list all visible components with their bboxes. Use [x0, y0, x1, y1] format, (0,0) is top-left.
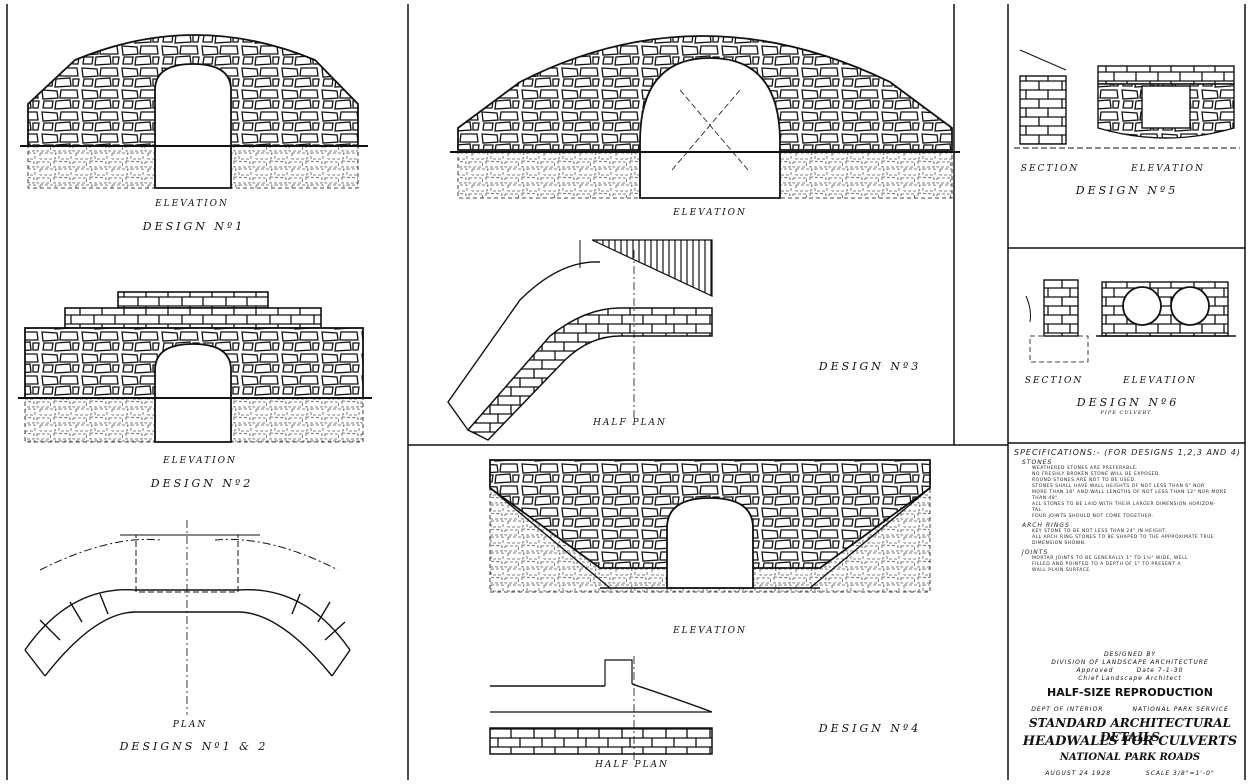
dept-label: DEPT OF INTERIOR	[1031, 706, 1104, 713]
approval-date: Date 7-1-30	[1136, 667, 1184, 674]
design6-drawing	[1025, 279, 1236, 363]
title-line-2: HEADWALLS FOR CULVERTS	[1022, 734, 1238, 749]
design5-title: DESIGN Nº5	[1075, 184, 1179, 197]
design3-half-plan-drawing	[447, 239, 713, 441]
stones-line: ROUND STONES ARE NOT TO BE USED.	[1032, 478, 1137, 483]
design6-subtitle: PIPE CULVERT	[1100, 410, 1152, 416]
design2-elevation-drawing	[18, 291, 372, 443]
stones-line: TAL.	[1032, 508, 1044, 513]
department-line: DEPT OF INTERIOR NATIONAL PARK SERVICE	[1012, 706, 1248, 713]
stones-line: THAN 48".	[1032, 496, 1060, 501]
stones-line: FOUR JOINTS SHOULD NOT COME TOGETHER.	[1032, 514, 1154, 519]
arch-line: KEY STONE TO BE NOT LESS THAN 24" IN HEI…	[1032, 529, 1167, 534]
stones-line: NO FRESHLY BROKEN STONE WILL BE EXPOSED.	[1032, 472, 1161, 477]
stones-line: MORE THAN 18" AND WALL LENGTHS OF NOT LE…	[1032, 490, 1227, 495]
drawing-date: AUGUST 24 1928	[1045, 770, 1112, 777]
stones-line: ALL STONES TO BE LAID WITH THEIR LARGER …	[1032, 502, 1216, 507]
date-scale-line: AUGUST 24 1928 SCALE 3/8"=1'-0"	[1012, 770, 1248, 777]
arch-rings-heading: ARCH RINGS	[1022, 522, 1070, 529]
drawing-scale: SCALE 3/8"=1'-0"	[1145, 770, 1215, 777]
design4-title: DESIGN Nº4	[818, 722, 922, 735]
design4-half-plan-label: HALF PLAN	[595, 760, 669, 770]
design2-elevation-label: ELEVATION	[163, 456, 237, 466]
nps-label: NATIONAL PARK SERVICE	[1132, 706, 1229, 713]
title-line-3: NATIONAL PARK ROADS	[1059, 752, 1201, 763]
stones-heading: STONES	[1022, 459, 1053, 466]
design5-section-label: SECTION	[1020, 164, 1080, 174]
sheet-frame	[6, 4, 1246, 780]
design2-title: DESIGN Nº2	[150, 477, 254, 490]
design6-elevation-label: ELEVATION	[1123, 376, 1197, 386]
design4-elevation-label: ELEVATION	[673, 626, 747, 636]
stones-line: WEATHERED STONES ARE PREFERABLE.	[1032, 466, 1138, 471]
joints-line: FILLED AND POINTED TO A DEPTH OF 1" TO P…	[1032, 562, 1181, 567]
design4-elevation-drawing	[489, 459, 931, 593]
design1-elevation-label: ELEVATION	[155, 199, 229, 209]
designs-1-2-title: DESIGNS Nº1 & 2	[119, 740, 269, 753]
design1-title: DESIGN Nº1	[142, 220, 246, 233]
design3-elevation-drawing	[450, 35, 960, 199]
approval-line: Approved Date 7-1-30	[1012, 667, 1248, 674]
arch-line: ALL ARCH RING STONES TO BE SHAPED TO THE…	[1032, 535, 1215, 540]
design5-elevation-label: ELEVATION	[1131, 164, 1205, 174]
arch-line: DIMENSION SHOWN.	[1032, 541, 1087, 546]
plan-designs-1-2-drawing	[24, 520, 351, 715]
design5-drawing	[1014, 49, 1240, 149]
design3-half-plan-label: HALF PLAN	[593, 418, 667, 428]
chief-landscape-architect: Chief Landscape Architect	[1078, 675, 1182, 682]
stones-line: STONES SHALL HAVE WALL HEIGHTS OF NOT LE…	[1032, 484, 1205, 489]
half-size-reproduction: HALF-SIZE REPRODUCTION	[1047, 686, 1213, 699]
joints-line: WALL PLAIN SURFACE.	[1032, 568, 1092, 573]
division-label: DIVISION OF LANDSCAPE ARCHITECTURE	[1051, 659, 1209, 666]
specs-heading: SPECIFICATIONS:- (FOR DESIGNS 1,2,3 AND …	[1014, 448, 1241, 457]
design6-title: DESIGN Nº6	[1076, 396, 1180, 409]
title-line-1: STANDARD ARCHITECTURAL DETAILS	[1028, 716, 1232, 744]
approved-label: Approved	[1076, 667, 1114, 674]
designed-by: DESIGNED BY	[1103, 651, 1157, 658]
joints-heading: JOINTS	[1022, 549, 1049, 556]
design1-elevation-drawing	[20, 34, 368, 189]
plan-label: PLAN	[172, 720, 208, 730]
design3-elevation-label: ELEVATION	[673, 208, 747, 218]
design3-title: DESIGN Nº3	[818, 360, 922, 373]
joints-line: MORTAR JOINTS TO BE GENERALLY 1" TO 1½" …	[1032, 556, 1189, 561]
design6-section-label: SECTION	[1024, 376, 1084, 386]
specifications-block: SPECIFICATIONS:- (FOR DESIGNS 1,2,3 AND …	[1014, 448, 1244, 574]
design4-half-plan-drawing	[489, 656, 713, 760]
